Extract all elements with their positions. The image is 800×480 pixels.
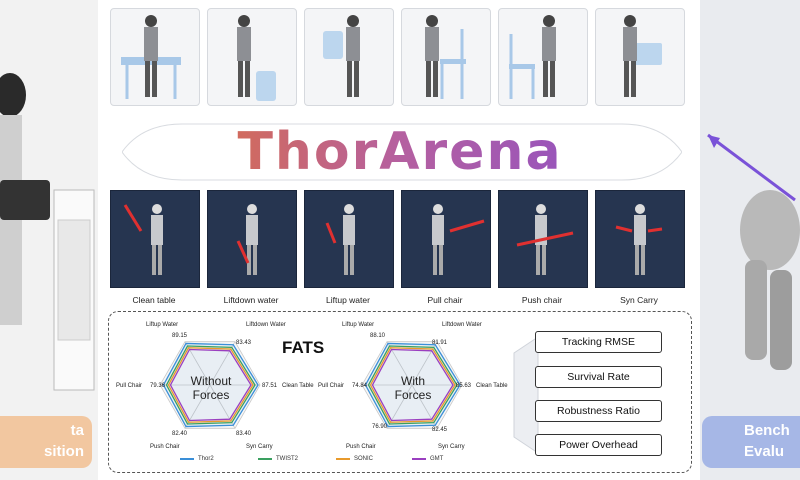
radar-legend: Thor2 TWIST2 SONIC GMT — [180, 456, 490, 466]
title-text: ThorArena — [150, 122, 650, 182]
axis-label-liftdown-water-with: Liftdown Water — [442, 322, 482, 328]
value-liftup-water-with: 88.10 — [370, 333, 386, 339]
axis-label-clean-table-with: Clean Table — [476, 383, 508, 389]
task-image-syn-carry — [595, 8, 685, 106]
radar-series-twist2 — [165, 345, 256, 425]
metric-survival-rate: Survival Rate — [535, 366, 662, 388]
task-image-push-chair — [498, 8, 588, 106]
title-banner — [122, 123, 682, 181]
left-label-line2: sition — [44, 443, 84, 460]
task-image-liftdown-water — [207, 8, 297, 106]
task-image-liftup-water — [304, 8, 394, 106]
radar-without-center-line1: Without — [190, 374, 232, 388]
radar-series-gmt — [371, 348, 454, 422]
right-photo-panel — [700, 0, 800, 480]
legend-label-thor2: Thor2 — [198, 456, 214, 462]
legend-label-gmt: GMT — [430, 456, 444, 462]
value-liftup-water-without: 89.15 — [172, 333, 188, 339]
metric-tracking-rmse: Tracking RMSE — [535, 331, 662, 353]
sim-image-pull-chair — [401, 190, 491, 288]
robot-evaluation-image — [707, 133, 800, 370]
sim-image-clean-table — [110, 190, 200, 288]
axis-label-liftdown-water-without: Liftdown Water — [246, 322, 286, 328]
axis-label-push-chair-without: Push Chair — [150, 444, 180, 450]
radar-chart-with-forces — [361, 341, 463, 429]
radar-series-twist2 — [367, 345, 458, 425]
radar-series-gmt — [169, 348, 252, 422]
caption-push-chair: Push chair — [521, 295, 563, 305]
task-image-pull-chair — [401, 8, 491, 106]
axis-label-syn-carry-without: Syn Carry — [246, 444, 273, 450]
caption-liftup-water: Liftup water — [326, 295, 370, 305]
value-push-chair-without: 82.40 — [172, 431, 188, 437]
value-clean-table-without: 87.51 — [262, 383, 278, 389]
axis-label-syn-carry-with: Syn Carry — [438, 444, 465, 450]
radar-series-thor2 — [162, 342, 259, 428]
axis-label-push-chair-with: Push Chair — [346, 444, 376, 450]
task-image-clean-table — [110, 8, 200, 106]
left-label-line1: ta — [70, 422, 84, 439]
right-label-line1: Bench — [744, 422, 790, 439]
sim-image-push-chair — [498, 190, 588, 288]
legend-swatch-thor2 — [180, 458, 194, 460]
radar-chart-without-forces — [159, 341, 261, 429]
right-label-line2: Evalu — [744, 443, 785, 460]
radar-with-center-line1: With — [401, 374, 425, 388]
axis-label-pull-chair-with: Pull Chair — [318, 383, 345, 389]
legend-label-sonic: SONIC — [354, 456, 374, 462]
metric-robustness-ratio: Robustness Ratio — [535, 400, 662, 422]
radar-series-thor2 — [364, 342, 461, 428]
metric-power-overhead: Power Overhead — [535, 434, 662, 456]
radar-series-sonic — [369, 347, 456, 423]
value-pull-chair-with: 74.84 — [352, 383, 368, 389]
axis-label-pull-chair-without: Pull Chair — [116, 383, 143, 389]
caption-syn-carry: Syn Carry — [620, 295, 658, 305]
axis-label-liftup-water-with: Liftup Water — [342, 322, 375, 328]
caption-pull-chair: Pull chair — [427, 295, 463, 305]
legend-swatch-twist2 — [258, 458, 272, 460]
sim-image-liftdown-water — [207, 190, 297, 288]
radar-without-center-line2: Forces — [192, 388, 230, 402]
legend-swatch-gmt — [412, 458, 426, 460]
radar-with-center-line2: Forces — [394, 388, 432, 402]
data-acquisition-label: ta sition — [0, 416, 92, 468]
value-pull-chair-without: 79.36 — [150, 383, 166, 389]
value-liftdown-water-without: 83.43 — [236, 340, 252, 346]
teleoperator-image — [0, 73, 95, 391]
axis-label-clean-table-without: Clean Table — [282, 383, 314, 389]
value-liftdown-water-with: 81.91 — [432, 340, 448, 346]
radar-without-center-label: Without Forces — [174, 374, 248, 402]
value-push-chair-with: 76.90 — [372, 424, 388, 430]
caption-liftdown-water: Liftdown water — [223, 295, 279, 305]
fats-panel — [108, 311, 692, 473]
fats-title: FATS — [282, 338, 325, 357]
sim-image-syn-carry — [595, 190, 685, 288]
legend-label-twist2: TWIST2 — [276, 456, 298, 462]
sim-image-liftup-water — [304, 190, 394, 288]
value-clean-table-with: 85.63 — [456, 383, 472, 389]
radar-series-sonic — [167, 347, 254, 423]
legend-swatch-sonic — [336, 458, 350, 460]
caption-clean-table: Clean table — [132, 295, 176, 305]
radar-with-center-label: With Forces — [376, 374, 450, 402]
axis-label-liftup-water-without: Liftup Water — [146, 322, 179, 328]
value-syn-carry-with: 82.45 — [432, 427, 448, 433]
benchmark-evaluation-label: Bench Evalu — [702, 416, 800, 468]
left-photo-panel — [0, 0, 98, 480]
value-syn-carry-without: 83.40 — [236, 431, 252, 437]
